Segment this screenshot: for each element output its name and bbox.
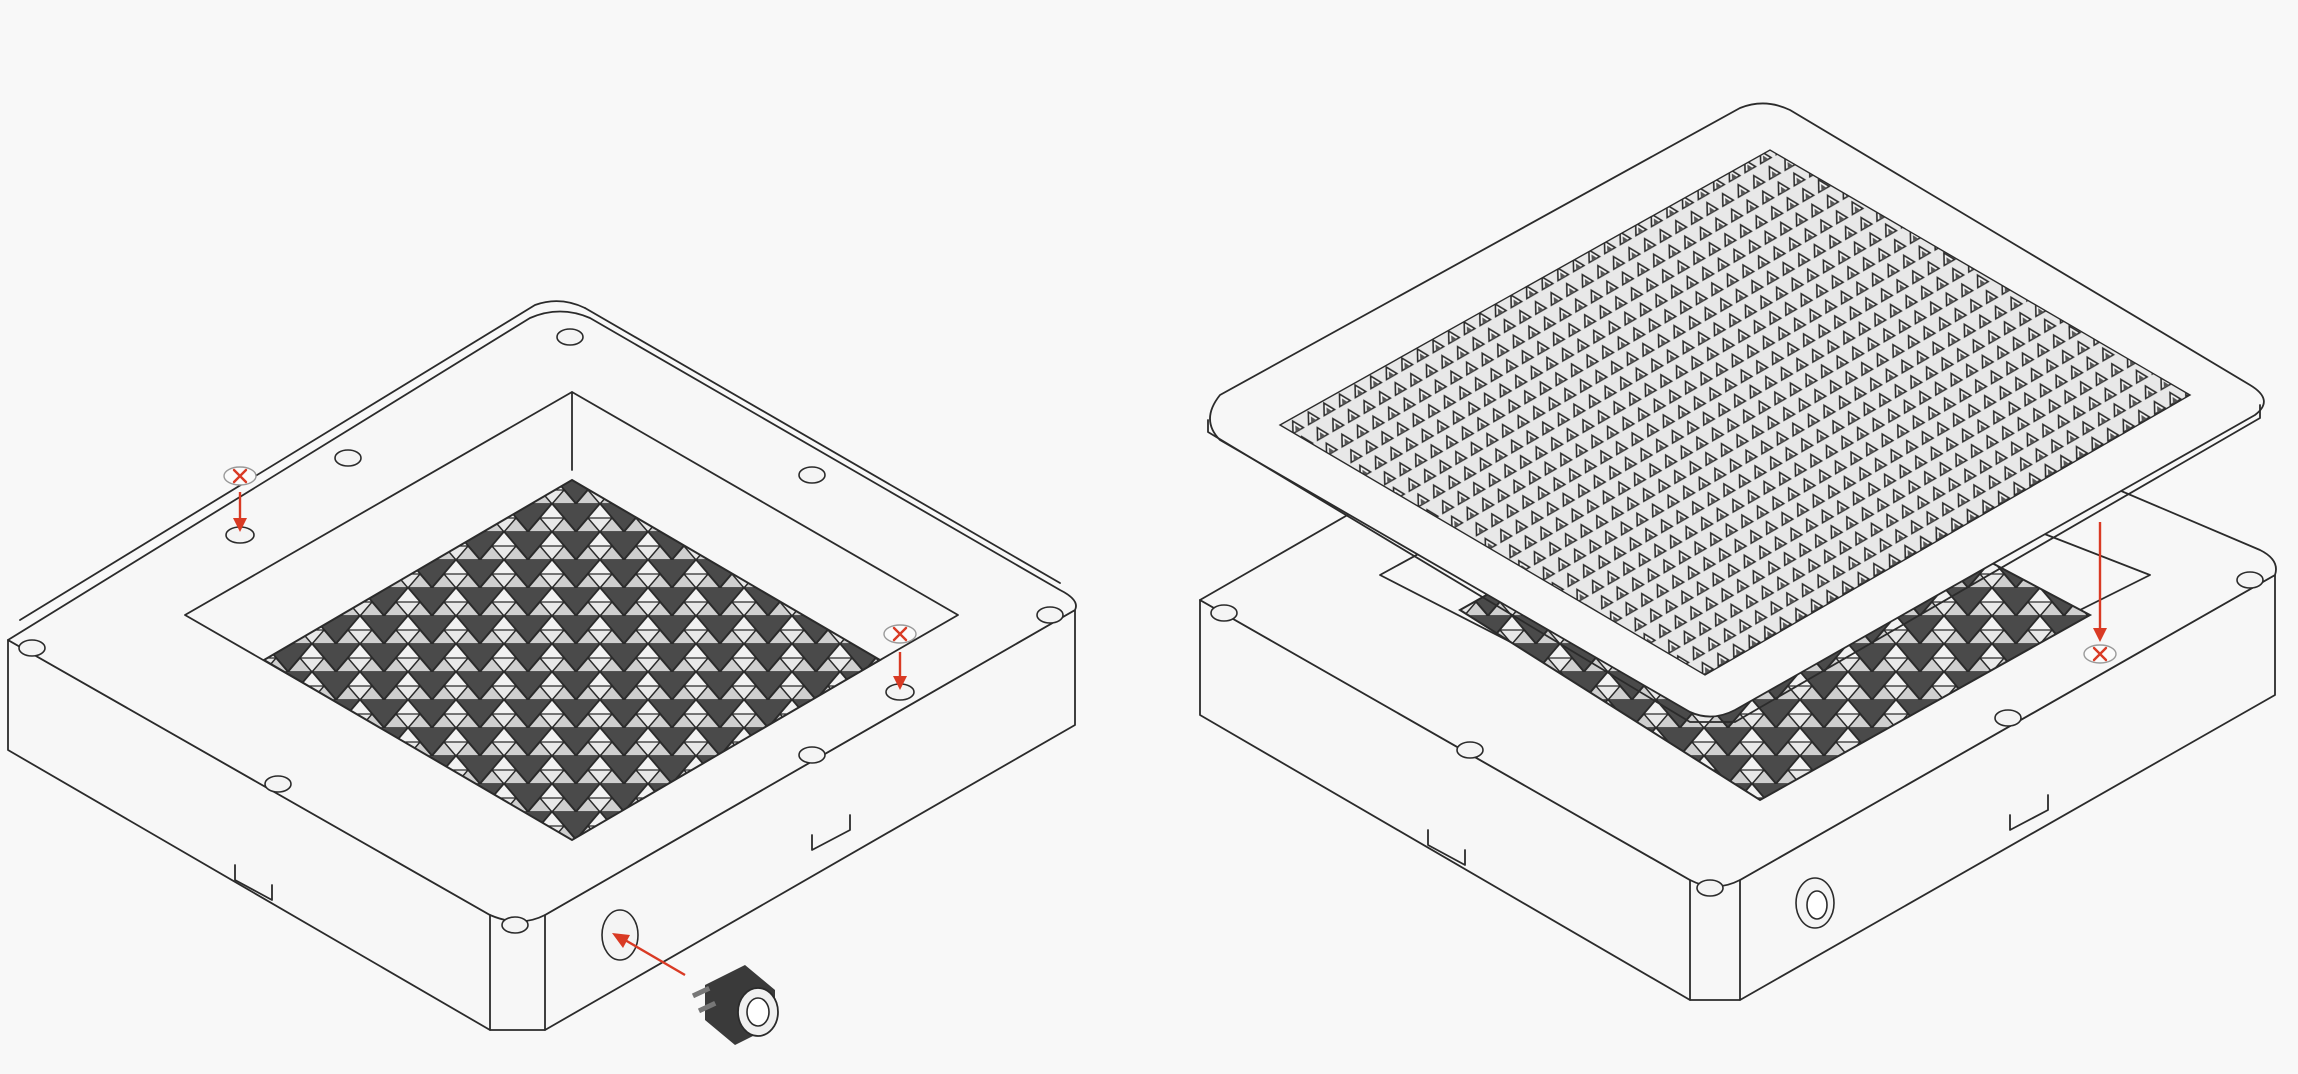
x-mark-icon	[2092, 646, 2108, 662]
mount-hole	[1994, 709, 2022, 727]
mount-hole	[1036, 606, 1064, 624]
mount-hole	[1696, 879, 1724, 897]
mount-hole	[18, 639, 46, 657]
mount-hole	[264, 775, 292, 793]
arrow-icon	[624, 938, 686, 977]
mount-hole	[501, 916, 529, 934]
mount-hole	[334, 449, 362, 467]
push-button	[691, 965, 779, 1045]
rubber-foot-callout-left	[223, 466, 257, 532]
perforated-top-plate	[1207, 102, 2265, 723]
push-button-callout	[612, 933, 779, 1045]
mount-hole	[1456, 741, 1484, 759]
x-mark-icon	[892, 626, 908, 642]
rubber-foot-callout-right	[883, 624, 917, 690]
rubber-foot-callout-top	[2083, 522, 2117, 664]
mount-hole	[1210, 604, 1238, 622]
mount-hole	[798, 746, 826, 764]
right-view	[1199, 102, 2277, 1001]
x-mark-icon	[232, 468, 248, 484]
mount-hole	[556, 328, 584, 346]
mount-hole	[798, 466, 826, 484]
lattice-insert-left	[262, 478, 882, 842]
mount-hole	[2236, 571, 2264, 589]
left-view	[7, 300, 1077, 1045]
